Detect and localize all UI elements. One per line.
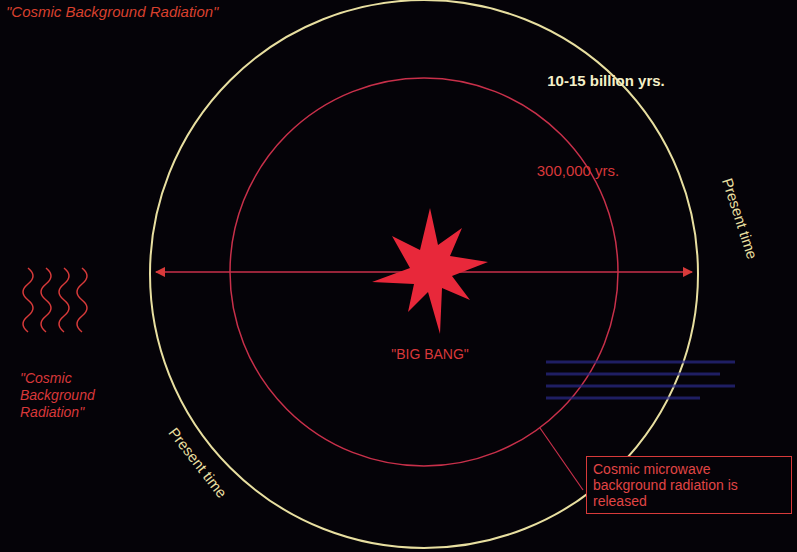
time-label: Present time (165, 424, 230, 501)
leader-line (540, 428, 583, 490)
age-label: 10-15 billion yrs. (547, 72, 665, 89)
callout-text: Cosmic microwave background radiation is… (593, 461, 785, 509)
radiation-label: "Cosmic Background Radiation" (20, 370, 120, 421)
time-label: Present time (719, 175, 761, 260)
event-label: "BIG BANG" (391, 346, 469, 362)
diagram-title: "Cosmic Background Radiation" (6, 3, 218, 20)
faint-blue-marks (546, 362, 735, 398)
age-label: 300,000 yrs. (537, 162, 620, 179)
callout-box: Cosmic microwave background radiation is… (586, 456, 792, 514)
big-bang-burst (372, 208, 488, 334)
radiation-waves (23, 268, 87, 332)
